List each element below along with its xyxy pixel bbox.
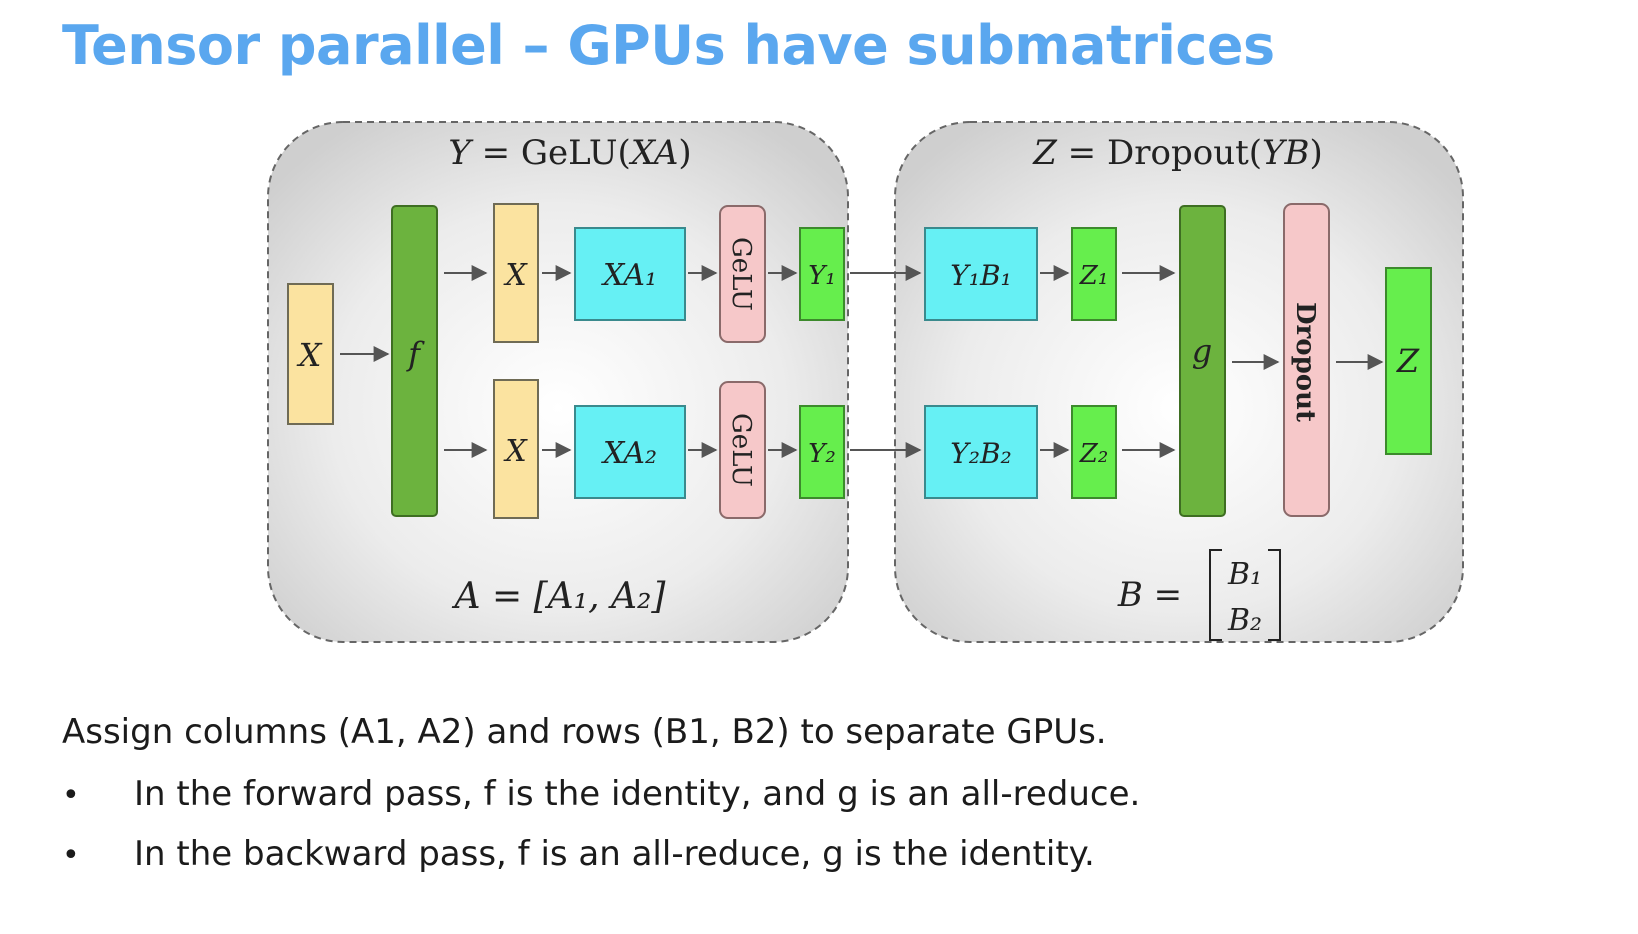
matrix-b2: B₂ [1227,603,1262,638]
z-label: Z [1396,342,1420,380]
y2b2-block [924,405,1038,499]
bullet-backward-pass: In the backward pass, f is an all-reduce… [134,834,1095,874]
bullet-forward-pass: In the forward pass, f is the identity, … [134,774,1141,814]
right-panel-heading: Z = Dropout(YB) [1032,133,1322,173]
y1b1-label: Y₁B₁ [950,259,1012,292]
y1b1-block [924,227,1038,321]
bullet-dot-2: • [62,838,80,873]
xa2-label: XA₂ [601,436,657,471]
g-block [1179,205,1226,517]
xa2-block [574,405,686,499]
y2-label: Y₂ [808,439,836,469]
z1-block [1071,227,1117,321]
g-label: g [1192,332,1212,370]
z1-label: Z₁ [1079,261,1109,291]
intro-text: Assign columns (A1, A2) and rows (B1, B2… [62,712,1107,752]
y2b2-label: Y₂B₂ [950,437,1012,470]
bullet-dot-1: • [62,778,80,813]
right-panel-footer: B = B₁ B₂ [1117,549,1281,641]
slide-title: Tensor parallel – GPUs have submatrices [62,14,1275,77]
input-x-label: X [296,336,323,374]
gelu-top-block [719,205,766,343]
gelu-bottom-label: GeLU [726,413,756,487]
gelu-bottom-block [719,381,766,519]
input-x-block [287,283,334,425]
xa1-block [574,227,686,321]
x-bottom-block [493,379,539,519]
z2-block [1071,405,1117,499]
x-top-label: X [503,258,528,293]
b-equals-label: B = [1117,575,1182,615]
dropout-block [1283,203,1330,517]
f-block [391,205,438,517]
dropout-label: Dropout [1290,302,1320,422]
y1-block [799,227,845,321]
matrix-right-bracket [1268,549,1281,641]
x-bottom-label: X [503,434,528,469]
left-panel-heading: Y = GeLU(XA) [448,133,691,173]
y2-block [799,405,845,499]
x-top-block [493,203,539,343]
gelu-top-label: GeLU [726,237,756,311]
z-block [1385,267,1432,455]
left-panel-footer: A = [A₁, A₂] [452,576,667,617]
matrix-b1: B₁ [1227,557,1262,592]
xa1-label: XA₁ [601,258,657,293]
z2-label: Z₂ [1079,439,1109,469]
y1-label: Y₁ [808,261,836,291]
matrix-left-bracket [1209,549,1222,641]
